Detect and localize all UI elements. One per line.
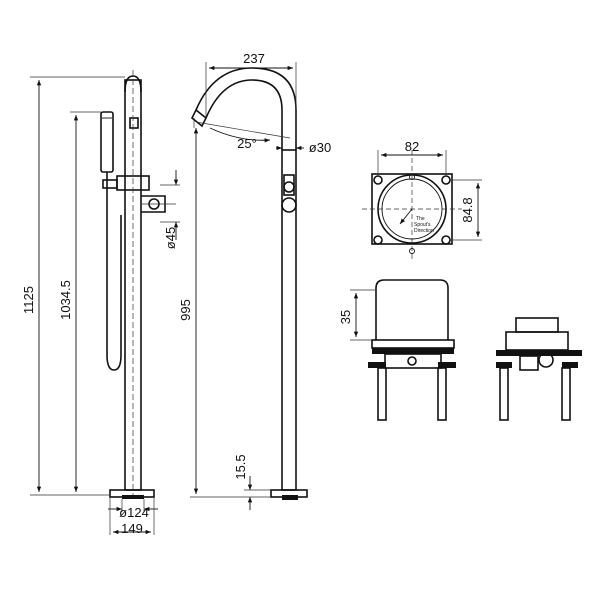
rough-in-a-cover [375,279,449,340]
dim-rough-in-depth: 84.8 [460,197,475,222]
dim-rough-in-width: 82 [405,139,419,154]
side-nozzle [190,108,208,128]
rough-in-b-top [515,317,559,333]
dim-base-outer-diameter: 149 [121,521,143,536]
rough-in-note-line3: Direction [414,228,434,234]
side-mixer [283,174,295,196]
rough-in-lug-bl [373,235,383,245]
side-spout-outer [205,79,283,150]
dim-hand-shower-height: 1034.5 [58,280,73,320]
rough-in-note-line2: Spout's [414,222,431,228]
side-handle-knob [281,197,297,213]
dim-base-inner-diameter: ø124 [119,505,149,520]
dim-spout-angle: 25° [237,136,257,151]
rough-in-b-middle [505,331,569,351]
rough-in-b-left-clamp [496,362,512,368]
front-base-foot [122,495,144,499]
rough-in-b-bar [496,350,582,356]
rough-in-note-line1: The [416,216,425,222]
front-diverter [102,179,118,189]
angle-ref-line [195,121,291,139]
rough-in-b-valve [519,355,539,371]
rough-in-a-flange [371,339,455,349]
rough-in-lug-tr [441,175,451,185]
dim-body-diameter: ø30 [309,140,331,155]
rough-in-b-right-pipe [561,367,571,421]
rough-in-a-valve-port [407,356,417,366]
rough-in-lug-br [441,235,451,245]
side-view: 237 25° ø30 995 15.5 [178,51,331,510]
rough-in-b-right-clamp [562,362,578,368]
rough-in-side-view-b [496,317,582,421]
rough-in-side-view-a: 35 [338,279,456,421]
dim-base-height: 15.5 [233,454,248,479]
front-column [124,79,142,491]
front-view: 1125 1034.5 ø45 ø124 149 [21,70,180,536]
side-handle-top [283,181,295,193]
angle-arc [209,127,271,143]
rough-in-b-port [538,352,554,368]
dim-handle-diameter: ø45 [163,227,178,249]
dim-spout-reach: 237 [243,51,265,66]
side-base-foot [282,495,298,500]
rough-in-b-left-pipe [499,367,509,421]
rough-in-a-body [372,348,454,354]
rough-in-top-view: The Spout's Direction 82 84.8 [362,139,482,262]
rough-in-a-right-clamp [438,362,456,368]
front-handshower [100,111,114,173]
rough-in-a-left-clamp [368,362,386,368]
front-nozzle [129,117,139,129]
rough-in-a-left-pipe [377,367,387,421]
dim-spout-height: 995 [178,299,193,321]
rough-in-a-valve [384,353,442,369]
dim-rough-in-height: 35 [338,310,353,324]
front-hose [106,172,122,371]
dim-overall-height: 1125 [21,286,36,314]
rough-in-direction-arrow [399,208,413,225]
rough-in-lug-tl [373,175,383,185]
rough-in-a-right-pipe [437,367,447,421]
